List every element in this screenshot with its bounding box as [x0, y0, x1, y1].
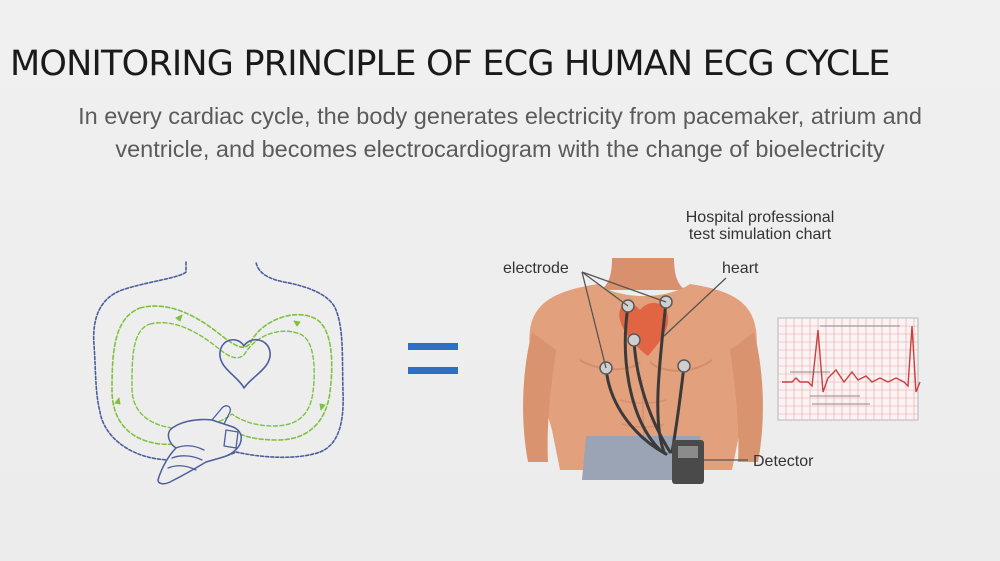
page-subtitle: In every cardiac cycle, the body generat… — [20, 100, 980, 166]
heart-pointer — [663, 277, 727, 337]
ecg-chart-frame — [777, 317, 919, 421]
equals-bar-bottom — [408, 367, 458, 374]
electrode-3 — [627, 333, 641, 347]
current-loop-outer — [111, 305, 333, 446]
chart-caption-line-2: test simulation chart — [689, 226, 832, 243]
subtitle-line-1: In every cardiac cycle, the body generat… — [78, 103, 922, 129]
torso-illustration — [523, 258, 763, 484]
page-title: MONITORING PRINCIPLE OF ECG HUMAN ECG CY… — [10, 44, 890, 84]
hand-sketch — [157, 418, 242, 485]
electrode-label: electrode — [503, 260, 569, 277]
equals-sign — [408, 343, 458, 374]
heart-organ — [619, 302, 669, 356]
ecg-annotations — [790, 325, 900, 405]
subtitle-line-2: ventricle, and becomes electrocardiogram… — [115, 136, 885, 162]
loop-arrow-3 — [319, 403, 326, 411]
torso — [529, 284, 757, 470]
equals-bar-top — [408, 343, 458, 350]
current-loop-inner — [131, 322, 315, 430]
torso-outline — [92, 261, 344, 462]
pointer-lines — [581, 271, 748, 461]
heart-label: heart — [722, 260, 759, 277]
loop-arrow-1 — [175, 314, 183, 322]
wrist-band — [223, 429, 239, 449]
right-arm — [730, 332, 763, 462]
ecg-simulation-chart — [777, 317, 921, 421]
loop-arrow-2 — [293, 320, 301, 327]
electrode-pointer-1 — [581, 271, 629, 307]
body-sketch — [92, 261, 344, 485]
loop-arrow-4 — [114, 397, 121, 405]
chart-caption-line-1: Hospital professional — [686, 209, 835, 226]
left-arm — [523, 332, 556, 462]
detector-screen — [678, 446, 698, 458]
ecg-trace — [782, 325, 921, 393]
electrode-pointer-2 — [581, 271, 667, 303]
electrode-pointer-3 — [581, 271, 607, 369]
electrode-5 — [677, 359, 691, 373]
neck — [600, 258, 686, 290]
hand-fingers — [167, 405, 232, 471]
detector-label: Detector — [753, 453, 814, 470]
heart-outline — [219, 339, 271, 389]
